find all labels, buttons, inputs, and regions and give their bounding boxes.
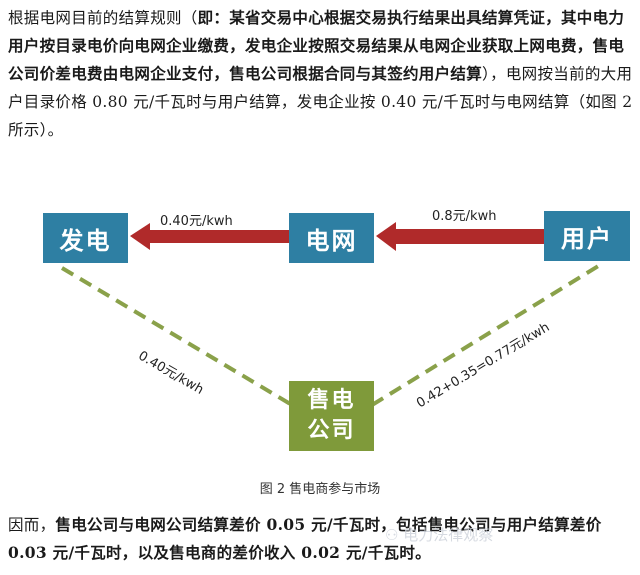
conclusion-bold-text: 售电公司与电网公司结算差价 0.05 元/千瓦时，包括售电公司与用户结算差价 0… bbox=[8, 515, 602, 562]
arrow-shaft-grid-generator bbox=[146, 230, 289, 243]
retailer-node-line1: 售电 bbox=[307, 388, 356, 413]
intro-prefix: 根据电网目前的结算规则（ bbox=[8, 9, 198, 27]
generator-node: 发电 bbox=[43, 213, 128, 263]
watermark: ⚇ 电力法律观察 bbox=[385, 524, 493, 545]
dashed-line-retailer-user bbox=[370, 263, 602, 407]
label-grid-to-generator: 0.40元/kwh bbox=[160, 214, 233, 229]
watermark-text: 电力法律观察 bbox=[403, 526, 494, 544]
arrow-head-user-grid bbox=[376, 222, 396, 251]
user-node: 用户 bbox=[544, 211, 630, 261]
dashed-line-generator-retailer bbox=[60, 266, 294, 407]
retailer-node: 售电 公司 bbox=[289, 381, 374, 451]
intro-bold-text: 即：某省交易中心根据交易执行结果出具结算凭证，其中电力用户按目录电价向电网企业缴… bbox=[8, 8, 625, 83]
retailer-node-line2: 公司 bbox=[307, 418, 356, 443]
grid-node: 电网 bbox=[289, 213, 374, 263]
arrow-head-grid-generator bbox=[130, 223, 150, 250]
intro-suffix: ），电网按当前的大用户目录价格 0.80 元/千瓦时与用户结算，发电企业按 0.… bbox=[8, 65, 633, 139]
conclusion-prefix: 因而， bbox=[8, 516, 56, 534]
conclusion-paragraph: 因而，售电公司与电网公司结算差价 0.05 元/千瓦时，包括售电公司与用户结算差… bbox=[8, 511, 636, 567]
wechat-icon: ⚇ bbox=[385, 526, 399, 544]
arrow-shaft-user-grid bbox=[392, 229, 544, 244]
intro-paragraph: 根据电网目前的结算规则（即：某省交易中心根据交易执行结果出具结算凭证，其中电力用… bbox=[8, 4, 636, 144]
figure-caption: 图 2 售电商参与市场 bbox=[259, 482, 381, 497]
label-user-to-grid: 0.8元/kwh bbox=[432, 209, 497, 224]
